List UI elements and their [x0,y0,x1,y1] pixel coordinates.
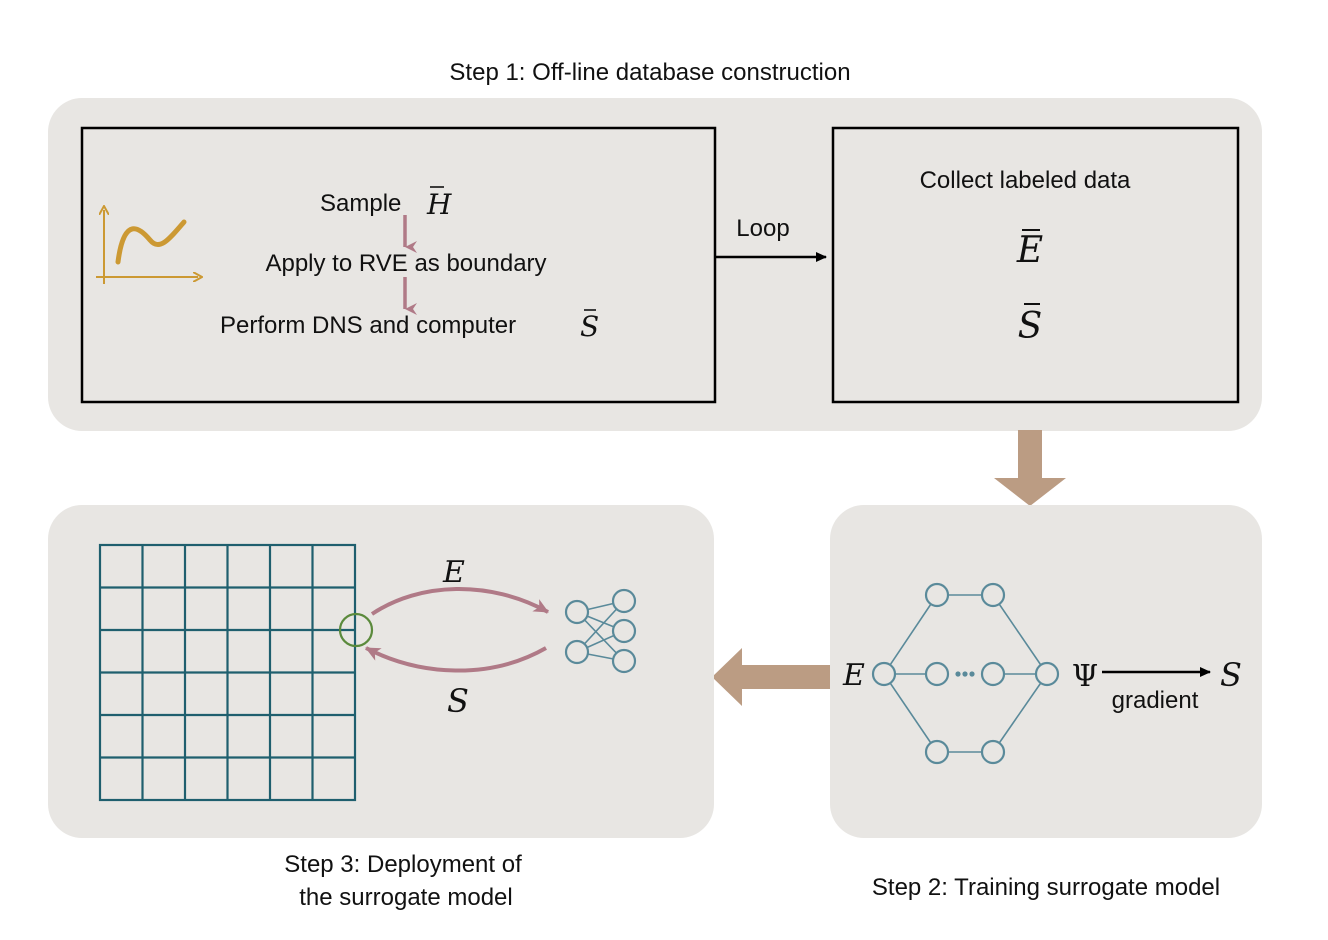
step1-panel [48,98,1262,431]
loop-label: Loop [736,215,789,242]
collect-box [831,126,1240,404]
hidden-node [924,739,950,765]
forward-arrow [370,587,549,616]
sample-symbol-h: H [426,188,452,221]
input-node [871,661,897,687]
output-node [611,648,637,674]
output-node [611,588,637,614]
hidden-node [924,661,950,687]
step2-output-symbol: S [1220,656,1242,694]
sampling-box [80,126,717,404]
apply-label: Apply to RVE as boundary [265,250,546,277]
ellipsis-dots [955,671,975,677]
integration-point-marker [338,612,374,648]
step2-title: Step 2: Training surrogate model [872,874,1220,901]
perform-symbol-s: S [580,310,599,343]
output-node [611,618,637,644]
perform-label: Perform DNS and computer [220,312,516,339]
step3-title-line2: the surrogate model [299,884,512,911]
collect-label: Collect labeled data [920,167,1131,194]
surrogate-network-nodes [564,588,637,674]
step1-title: Step 1: Off-line database construction [449,59,850,86]
step2-input-symbol: E [842,658,865,693]
hidden-node [924,582,950,608]
collect-symbol-s: S [1018,306,1043,347]
output-node [1034,661,1060,687]
input-node [564,599,590,625]
flow-arrow-left [712,648,830,706]
input-node [564,639,590,665]
hidden-node [980,739,1006,765]
return-arrow [365,646,547,673]
fe-mesh-grid [98,543,357,802]
flow-arrow-down [994,430,1066,506]
potential-symbol: Ψ [1072,659,1098,694]
step3-title-line1: Step 3: Deployment of [284,851,522,878]
curve-plot-icon [96,210,198,284]
hidden-node [980,582,1006,608]
return-symbol: S [447,682,469,720]
forward-symbol: E [442,555,465,590]
sample-label: Sample [320,190,401,217]
collect-symbol-e: E [1016,230,1043,271]
hidden-node [980,661,1006,687]
gradient-label: gradient [1112,687,1199,714]
training-network-nodes [871,582,1060,765]
